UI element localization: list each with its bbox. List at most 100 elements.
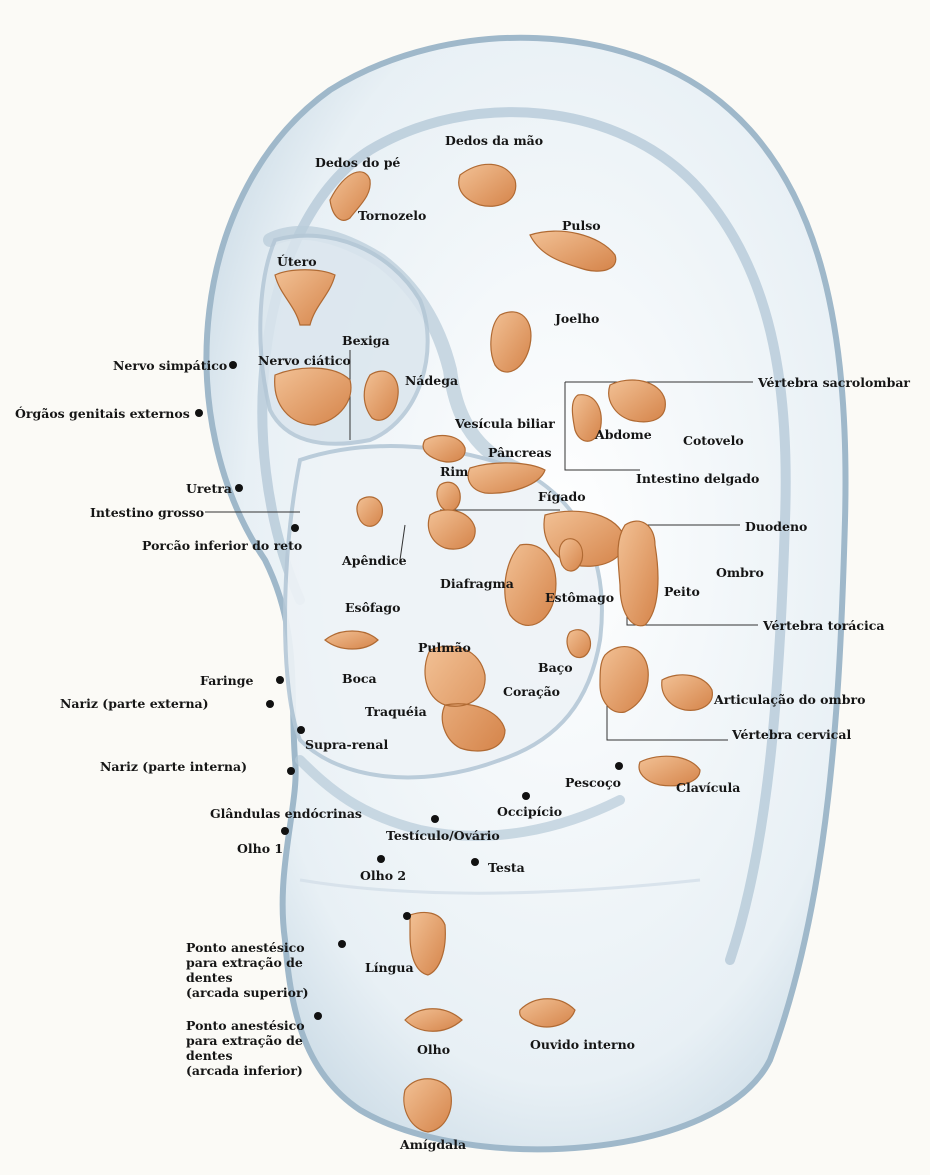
label-nariz-interna: Nariz (parte interna) [100,759,247,774]
label-pulso: Pulso [562,218,601,233]
label-amigdala: Amígdala [400,1137,467,1152]
label-articulacao-do-ombro: Articulação do ombro [714,692,866,707]
dot-olho-2 [377,855,385,863]
abdomen-illustration [571,394,602,442]
label-ponto-inferior-line-3: (arcada inferior) [186,1063,303,1078]
dot-pescoco [615,762,623,770]
dot-lingua [403,912,411,920]
label-figado: Fígado [538,489,586,504]
dot-ponto-superior [338,940,346,948]
shoulder-joint-illustration [661,674,713,711]
label-porcao-inferior-do-reto: Porcão inferior do reto [142,538,303,553]
label-rim: Rim [440,464,469,479]
label-nervo-simpatico: Nervo simpático [113,358,228,373]
label-utero: Útero [277,254,317,269]
label-ombro: Ombro [716,565,764,580]
label-boca: Boca [342,671,377,686]
fingers-illustration [458,163,517,207]
dot-nariz-interna [287,767,295,775]
label-occipicio: Occipício [497,804,563,819]
dot-supra-renal [297,726,305,734]
label-testiculo-ovario: Testículo/Ovário [386,828,500,843]
label-nadega: Nádega [405,373,459,388]
label-ponto-superior-line-3: (arcada superior) [186,985,309,1000]
label-traqueia: Traquéia [365,704,427,719]
label-intestino-grosso: Intestino grosso [90,505,205,520]
buttock-illustration [363,370,399,421]
inner-ear-illustration [519,998,576,1028]
label-diafragma: Diafragma [440,576,514,591]
label-vertebra-toracica: Vértebra torácica [763,618,885,633]
uterus-illustration [274,269,336,326]
concha-shape [283,444,604,780]
colon-illustration [356,496,384,527]
label-dedos-do-pe: Dedos do pé [315,155,401,170]
label-nervo-ciatico: Nervo ciático [258,353,351,368]
pelvis-illustration [274,367,352,426]
label-vesicula-biliar: Vesícula biliar [455,416,555,431]
label-ponto-superior-line-2: para extração de dentes [186,955,303,985]
label-joelho: Joelho [555,311,600,326]
label-faringe: Faringe [200,673,254,688]
label-estomago: Estômago [545,590,615,605]
label-apendice: Apêndice [342,553,407,568]
toes-illustration [329,171,371,221]
pancreas-illustration [467,462,546,494]
label-glandulas-endocrinas: Glândulas endócrinas [210,806,362,821]
dot-orgaos-genitais-externos [195,409,203,417]
label-uretra: Uretra [186,481,232,496]
label-bexiga: Bexiga [342,333,390,348]
lungs-illustration [424,645,506,752]
tonsil-illustration [403,1078,452,1133]
duodenum-illustration [558,538,584,572]
elbow-illustration [608,379,666,423]
dot-testa [471,858,479,866]
organ-illustrations [274,163,713,1133]
dot-faringe [276,676,284,684]
eye-illustration [404,1008,463,1032]
wrist-illustration [529,230,617,272]
label-abdome: Abdome [595,427,652,442]
label-baco: Baço [538,660,573,675]
gallbladder-illustration [422,434,466,463]
lips-illustration [324,630,379,650]
label-coracao: Coração [503,684,561,699]
label-tornozelo: Tornozelo [358,208,427,223]
clavicle-illustration [638,755,701,787]
label-peito: Peito [664,584,700,599]
dot-uretra [235,484,243,492]
label-clavicula: Clavícula [676,780,741,795]
dot-glandulas-endocrinas [281,827,289,835]
label-pancreas: Pâncreas [488,445,552,460]
label-duodeno: Duodeno [745,519,808,534]
label-ponto-anestesico-inferior: Ponto anestésico para extração de dentes… [186,1018,346,1078]
tragus-ridge [295,755,625,841]
label-esofago: Esôfago [345,600,401,615]
label-olho-1: Olho 1 [237,841,284,856]
label-testa: Testa [488,860,525,875]
dot-occipicio [522,792,530,800]
tongue-illustration [409,911,446,976]
dot-intestino-grosso [291,524,299,532]
label-intestino-delgado: Intestino delgado [636,471,760,486]
label-vertebra-cervical: Vértebra cervical [732,727,852,742]
label-dedos-da-mao: Dedos da mão [445,133,544,148]
dot-testiculo-ovario [431,815,439,823]
dot-nervo-simpatico [229,361,237,369]
head-figure-illustration [599,646,649,713]
label-nariz-externa: Nariz (parte externa) [60,696,209,711]
stomach-illustration [504,543,557,626]
label-olho: Olho [417,1042,451,1057]
label-supra-renal: Supra-renal [305,737,389,752]
kidney-illustration [436,481,461,512]
label-ponto-inferior-line-1: Ponto anestésico [186,1018,305,1033]
label-cotovelo: Cotovelo [683,433,744,448]
label-ponto-superior-line-1: Ponto anestésico [186,940,305,955]
label-pescoco: Pescoço [565,775,621,790]
label-lingua: Língua [365,960,414,975]
dot-nariz-externa [266,700,274,708]
lobe-divider [299,878,701,895]
knee-illustration [490,311,532,373]
chest-figure-illustration [617,520,659,627]
